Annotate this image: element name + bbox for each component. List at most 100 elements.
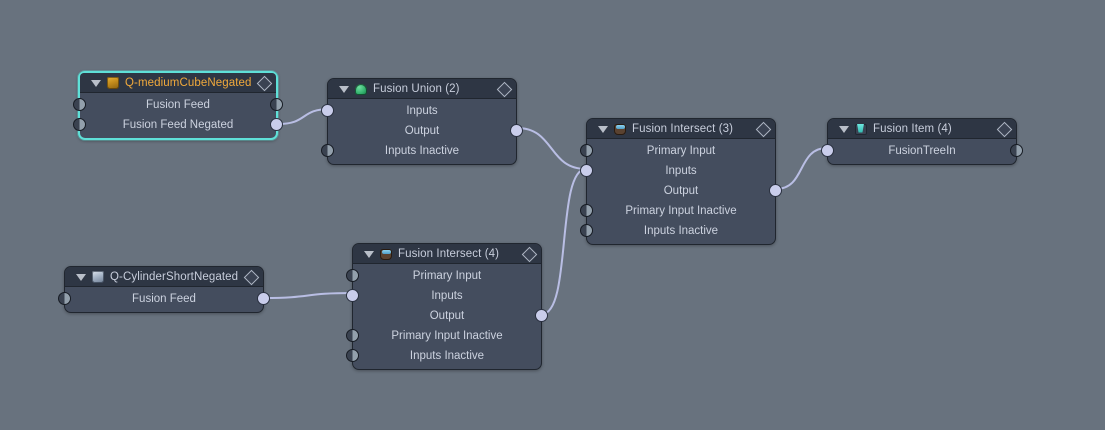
node-row[interactable]: Fusion Feed [73,95,283,115]
node-fusion-item-4[interactable]: Fusion Item (4) FusionTreeIn [821,118,1023,165]
input-port[interactable] [580,204,593,217]
node-row[interactable]: Output [328,121,523,141]
node-title-bar[interactable]: Fusion Union (2) [328,79,516,99]
input-port[interactable] [580,164,593,177]
collapse-triangle-icon[interactable] [75,271,87,283]
node-row-label: Fusion Feed Negated [122,119,234,131]
wire-cylinder-to-intersect4 [263,292,353,299]
node-title-bar[interactable]: Fusion Intersect (4) [353,244,541,264]
node-row[interactable]: Primary Input [580,141,775,161]
collapse-triangle-icon[interactable] [90,77,102,89]
node-options-diamond-icon[interactable] [243,269,260,286]
node-body: FusionTreeIn [821,139,1023,164]
node-row-label: FusionTreeIn [888,145,956,157]
output-port[interactable] [1010,144,1023,157]
node-title-label: Fusion Intersect (4) [398,247,500,260]
wire-intersect4-to-intersect3 [541,168,587,315]
input-port[interactable] [821,144,834,157]
node-row[interactable]: Primary Input Inactive [580,201,775,221]
output-port[interactable] [257,292,270,305]
input-port[interactable] [321,104,334,117]
node-title-bar[interactable]: Fusion Intersect (3) [587,119,775,139]
node-title-bar[interactable]: Q-mediumCubeNegated [80,73,276,93]
input-port[interactable] [580,144,593,157]
node-row-label: Inputs Inactive [643,225,719,237]
input-port[interactable] [580,224,593,237]
node-row[interactable]: Fusion Feed Negated [73,115,283,135]
node-row[interactable]: Inputs Inactive [346,346,541,366]
bucket-blue-icon [379,247,393,261]
node-row[interactable]: Output [353,306,548,326]
node-options-diamond-icon[interactable] [256,75,273,92]
node-row-label: Inputs Inactive [409,350,485,362]
item-teal-icon [854,122,868,136]
input-port[interactable] [321,144,334,157]
node-row-label: Primary Input Inactive [391,330,503,342]
node-title-label: Q-CylinderShortNegated [110,270,239,283]
node-row[interactable]: Primary Input Inactive [346,326,541,346]
node-row-label: Fusion Feed [132,293,196,305]
node-row-label: Output [663,185,699,197]
node-row-label: Primary Input [412,270,482,282]
node-row[interactable]: Inputs [346,286,541,306]
node-row[interactable]: Fusion Feed [58,289,270,309]
output-port[interactable] [510,124,523,137]
node-row[interactable]: Inputs Inactive [321,141,516,161]
input-port[interactable] [73,118,86,131]
input-port[interactable] [73,98,86,111]
cube-gold-icon [106,76,120,90]
blob-green-icon [354,82,368,96]
node-row[interactable]: Inputs [321,101,516,121]
node-options-diamond-icon[interactable] [521,246,538,263]
node-row-label: Fusion Feed [146,99,210,111]
node-row[interactable]: Primary Input [346,266,541,286]
node-title-label: Fusion Item (4) [873,122,952,135]
node-title-bar[interactable]: Q-CylinderShortNegated [65,267,263,287]
input-port[interactable] [346,349,359,362]
node-row[interactable]: Output [587,181,782,201]
wire-intersect3-to-item [775,147,828,190]
output-port[interactable] [535,309,548,322]
node-row-label: Primary Input Inactive [625,205,737,217]
node-row[interactable]: Inputs Inactive [580,221,775,241]
output-port[interactable] [769,184,782,197]
input-port[interactable] [346,329,359,342]
collapse-triangle-icon[interactable] [838,123,850,135]
wire-union-to-intersect3 [516,127,587,170]
node-row[interactable]: FusionTreeIn [821,141,1023,161]
node-title-bar[interactable]: Fusion Item (4) [828,119,1016,139]
collapse-triangle-icon[interactable] [363,248,375,260]
collapse-triangle-icon[interactable] [338,83,350,95]
node-row-label: Output [404,125,440,137]
output-port[interactable] [270,118,283,131]
node-options-diamond-icon[interactable] [496,81,513,98]
node-row-label: Inputs [665,165,697,177]
node-row-label: Output [429,310,465,322]
node-title-label: Fusion Union (2) [373,82,460,95]
input-port[interactable] [58,292,71,305]
node-row-label: Inputs Inactive [384,145,460,157]
node-row[interactable]: Inputs [580,161,775,181]
cube-blue-icon [91,270,105,284]
input-port[interactable] [346,269,359,282]
node-row-label: Inputs [406,105,438,117]
collapse-triangle-icon[interactable] [597,123,609,135]
node-options-diamond-icon[interactable] [755,121,772,138]
node-body: Fusion Feed [58,287,270,312]
input-port[interactable] [346,289,359,302]
node-options-diamond-icon[interactable] [996,121,1013,138]
bucket-blue-icon [613,122,627,136]
node-title-label: Q-mediumCubeNegated [125,76,252,89]
output-port[interactable] [270,98,283,111]
